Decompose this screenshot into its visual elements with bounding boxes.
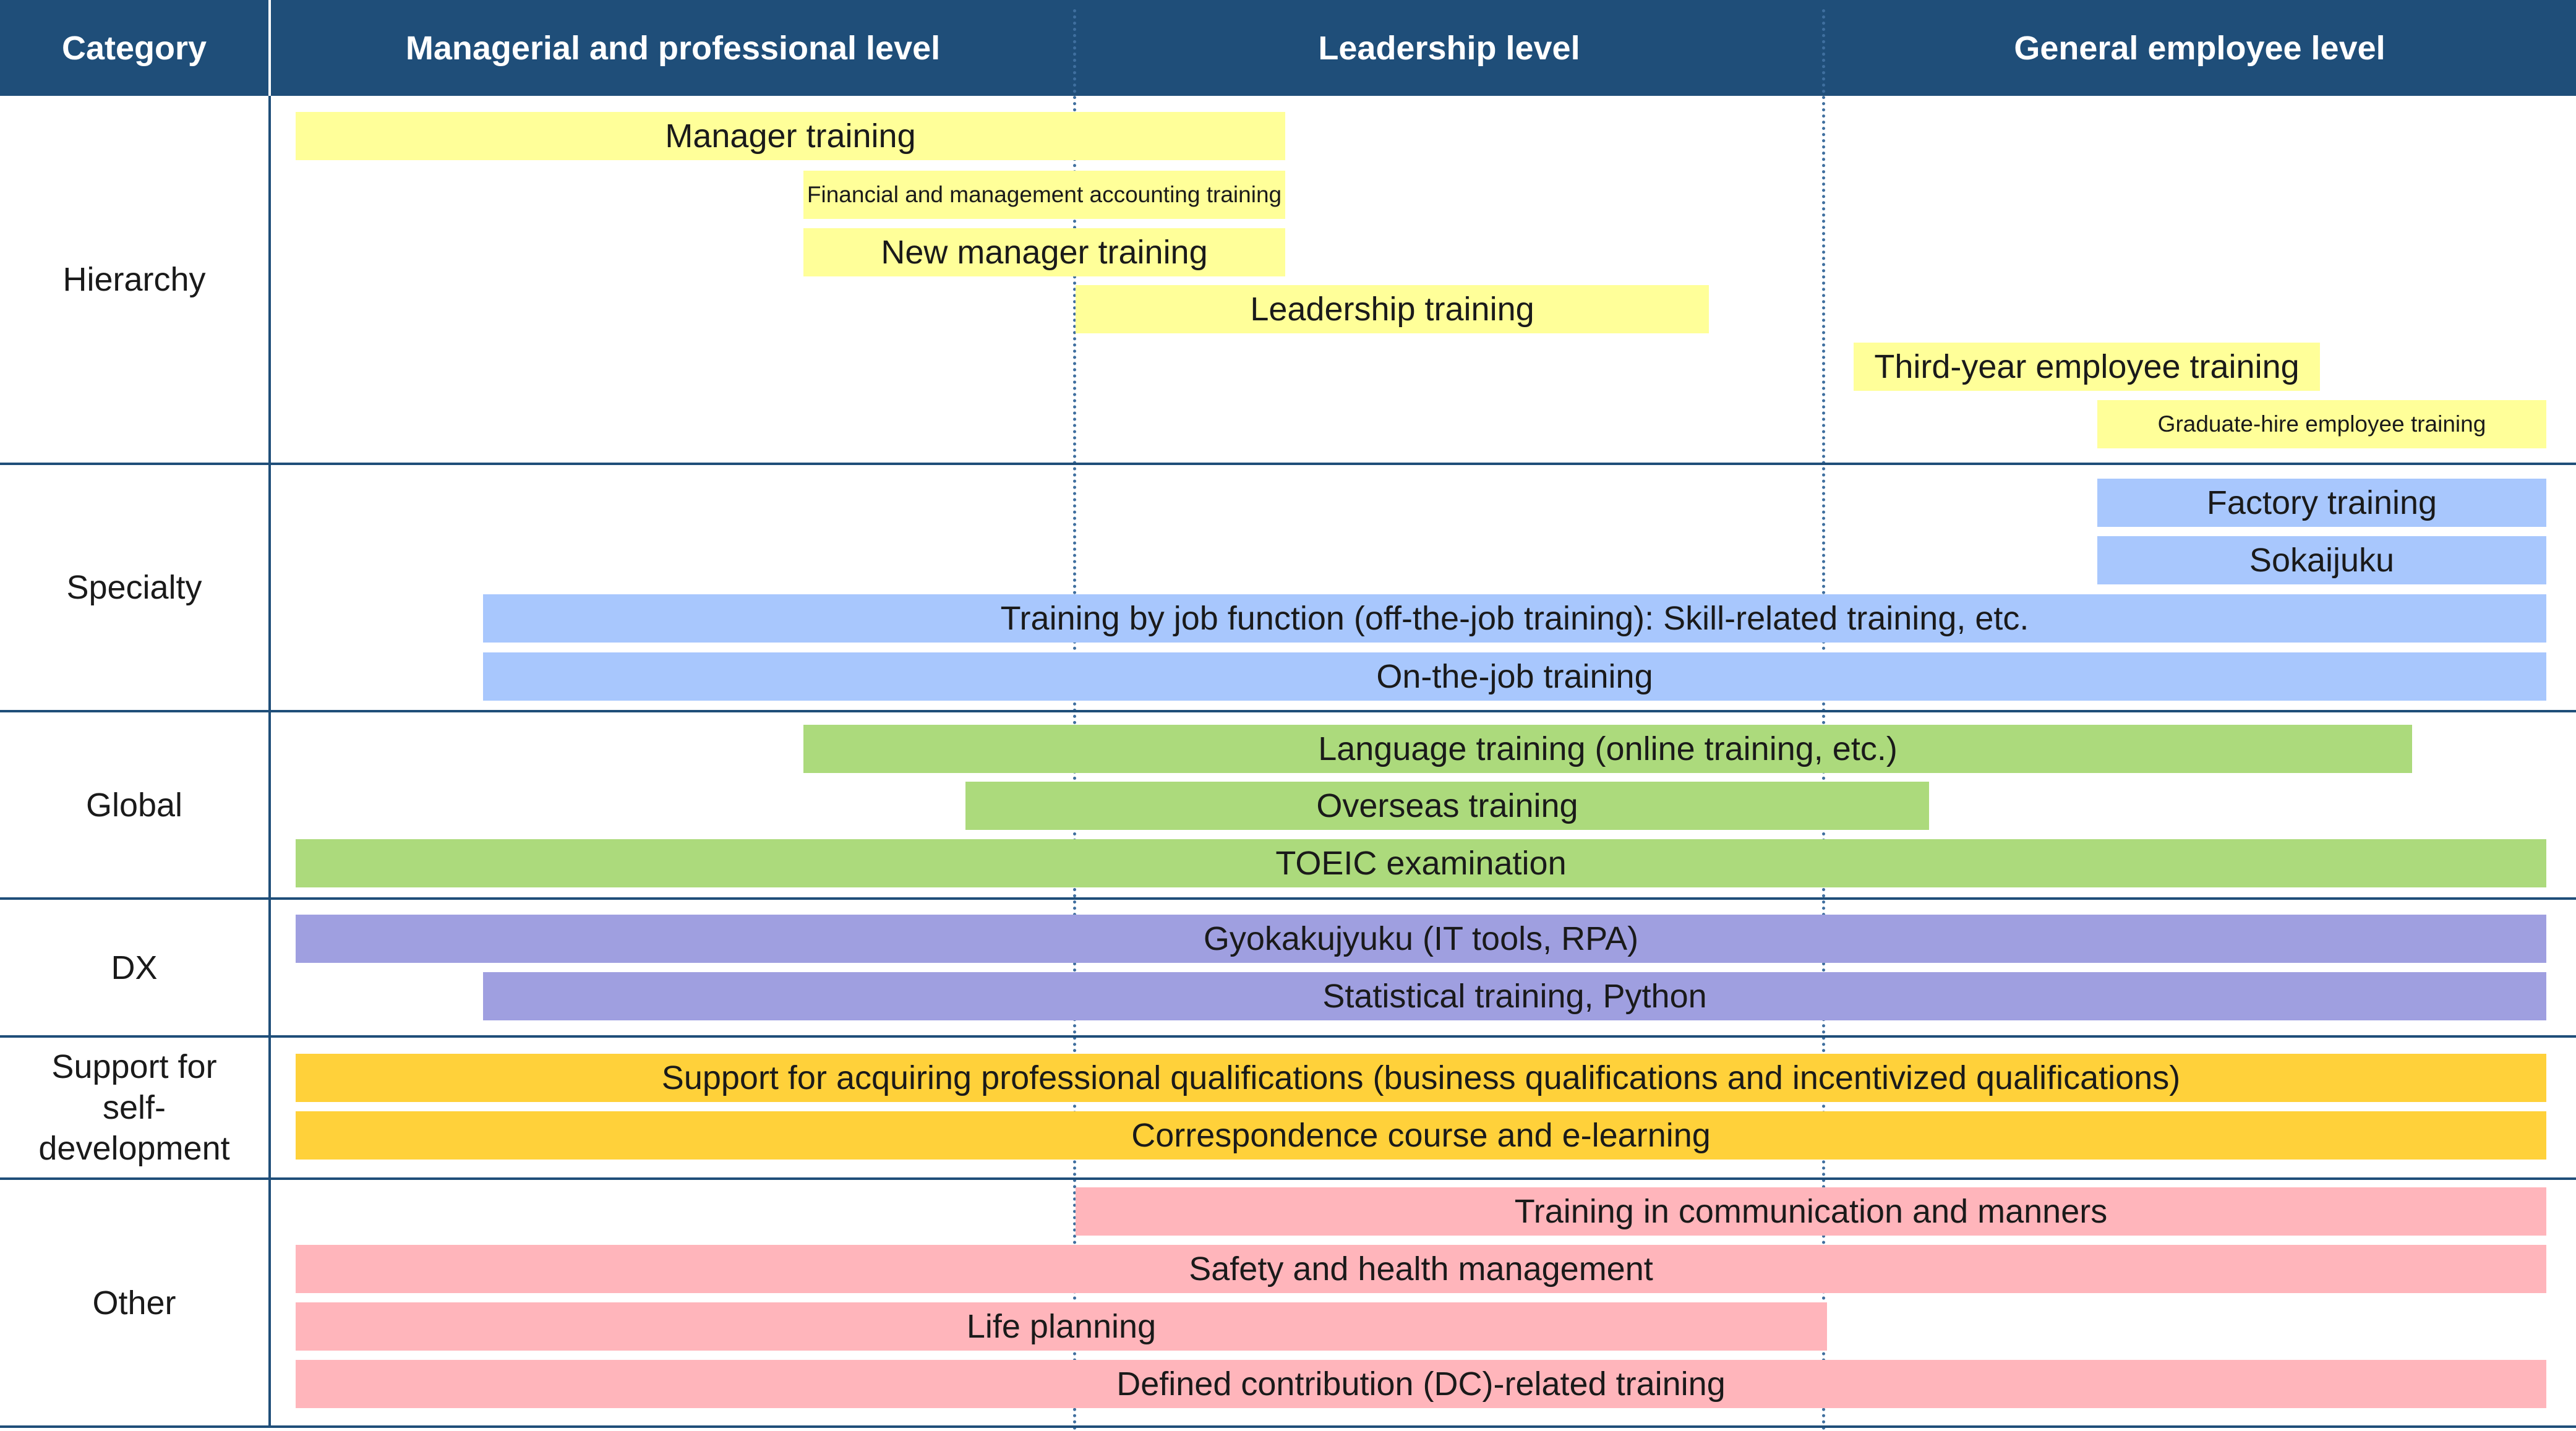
program-on-the-job-training: On-the-job training <box>483 652 2546 701</box>
header-category: Category <box>61 29 207 67</box>
program-safety-health: Safety and health management <box>296 1245 2546 1293</box>
program-life-planning: Life planning <box>296 1302 1827 1351</box>
category-column-line <box>268 96 271 1428</box>
category-self-development: Support for self-development <box>38 1048 230 1167</box>
program-new-manager-training: New manager training <box>803 228 1285 276</box>
program-overseas-training: Overseas training <box>965 782 1929 830</box>
row-divider <box>0 463 2576 465</box>
program-manager-training: Manager training <box>296 112 1285 160</box>
row-divider <box>0 1177 2576 1180</box>
program-leadership-training: Leadership training <box>1076 285 1709 333</box>
program-dc-training: Defined contribution (DC)-related traini… <box>296 1360 2546 1408</box>
program-factory-training: Factory training <box>2097 479 2546 527</box>
level-divider-leadership <box>1073 9 1076 1431</box>
row-divider <box>0 1035 2576 1038</box>
level-divider-general <box>1822 9 1825 1431</box>
program-language-training: Language training (online training, etc.… <box>803 725 2412 773</box>
program-job-function-training: Training by job function (off-the-job tr… <box>483 594 2546 643</box>
category-other: Other <box>92 1284 176 1322</box>
program-accounting-training: Financial and management accounting trai… <box>803 171 1285 219</box>
program-gyokakujyuku: Gyokakujyuku (IT tools, RPA) <box>296 915 2546 963</box>
program-qualifications-support: Support for acquiring professional quali… <box>296 1054 2546 1102</box>
header-bar <box>0 0 2576 96</box>
program-communication-training: Training in communication and manners <box>1076 1187 2546 1236</box>
program-graduate-hire-training: Graduate-hire employee training <box>2097 400 2546 448</box>
category-dx: DX <box>111 949 158 986</box>
program-toeic-examination: TOEIC examination <box>296 839 2546 887</box>
program-statistical-training: Statistical training, Python <box>483 972 2546 1020</box>
header-separator <box>268 0 271 96</box>
row-divider-bottom <box>0 1425 2576 1428</box>
header-general-level: General employee level <box>2014 29 2386 67</box>
row-divider <box>0 897 2576 900</box>
category-specialty: Specialty <box>66 569 202 606</box>
header-managerial-level: Managerial and professional level <box>405 29 941 67</box>
program-sokaijuku: Sokaijuku <box>2097 536 2546 584</box>
category-hierarchy: Hierarchy <box>62 260 206 298</box>
header-leadership-level: Leadership level <box>1318 29 1580 67</box>
program-third-year-training: Third-year employee training <box>1854 343 2320 391</box>
row-divider <box>0 710 2576 712</box>
category-global: Global <box>85 786 183 824</box>
program-correspondence-course: Correspondence course and e-learning <box>296 1111 2546 1160</box>
